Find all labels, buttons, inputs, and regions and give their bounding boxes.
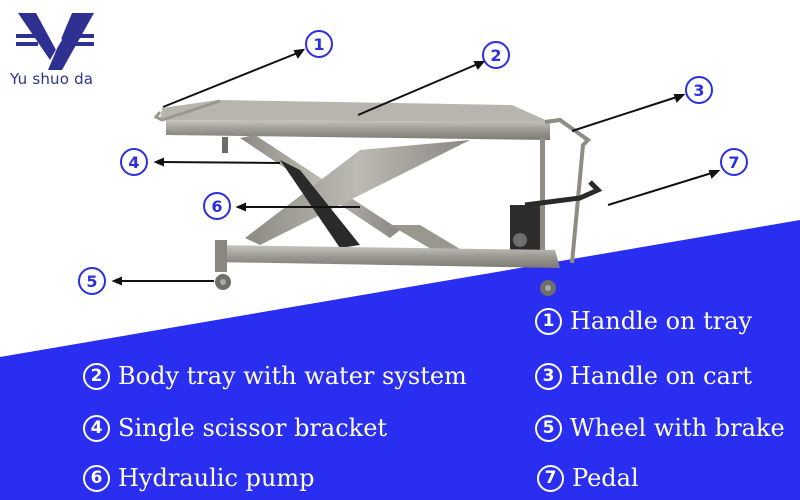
legend-number: 4 (83, 414, 110, 442)
legend-number: 6 (83, 464, 110, 492)
legend-label: Handle on tray (570, 307, 753, 335)
legend-label: Wheel with brake (570, 414, 785, 442)
legend-number: 1 (535, 307, 562, 335)
legend-item-7: 7 Pedal (537, 464, 639, 492)
legend-item-6: 6 Hydraulic pump (83, 464, 314, 492)
callout-1: 1 (305, 30, 333, 58)
callout-7: 7 (720, 148, 748, 176)
brand-logo-icon (16, 13, 94, 70)
legend-label: Hydraulic pump (118, 464, 315, 492)
legend-item-4: 4 Single scissor bracket (83, 414, 387, 442)
legend-number: 7 (537, 464, 564, 492)
legend-label: Single scissor bracket (118, 414, 388, 442)
callout-5: 5 (78, 267, 106, 295)
callout-6: 6 (203, 192, 231, 220)
callout-2: 2 (482, 41, 510, 69)
legend-label: Body tray with water system (118, 362, 467, 390)
legend-number: 3 (535, 362, 562, 390)
legend-label: Handle on cart (570, 362, 752, 390)
legend-number: 2 (83, 362, 110, 390)
legend-number: 5 (535, 414, 562, 442)
legend-label: Pedal (572, 464, 639, 492)
legend-item-5: 5 Wheel with brake (535, 414, 785, 442)
legend-item-1: 1 Handle on tray (535, 307, 752, 335)
brand-name: Yu shuo da (10, 70, 94, 88)
callout-3: 3 (685, 76, 713, 104)
callout-4: 4 (120, 148, 148, 176)
legend-item-2: 2 Body tray with water system (83, 362, 467, 390)
legend-item-3: 3 Handle on cart (535, 362, 752, 390)
